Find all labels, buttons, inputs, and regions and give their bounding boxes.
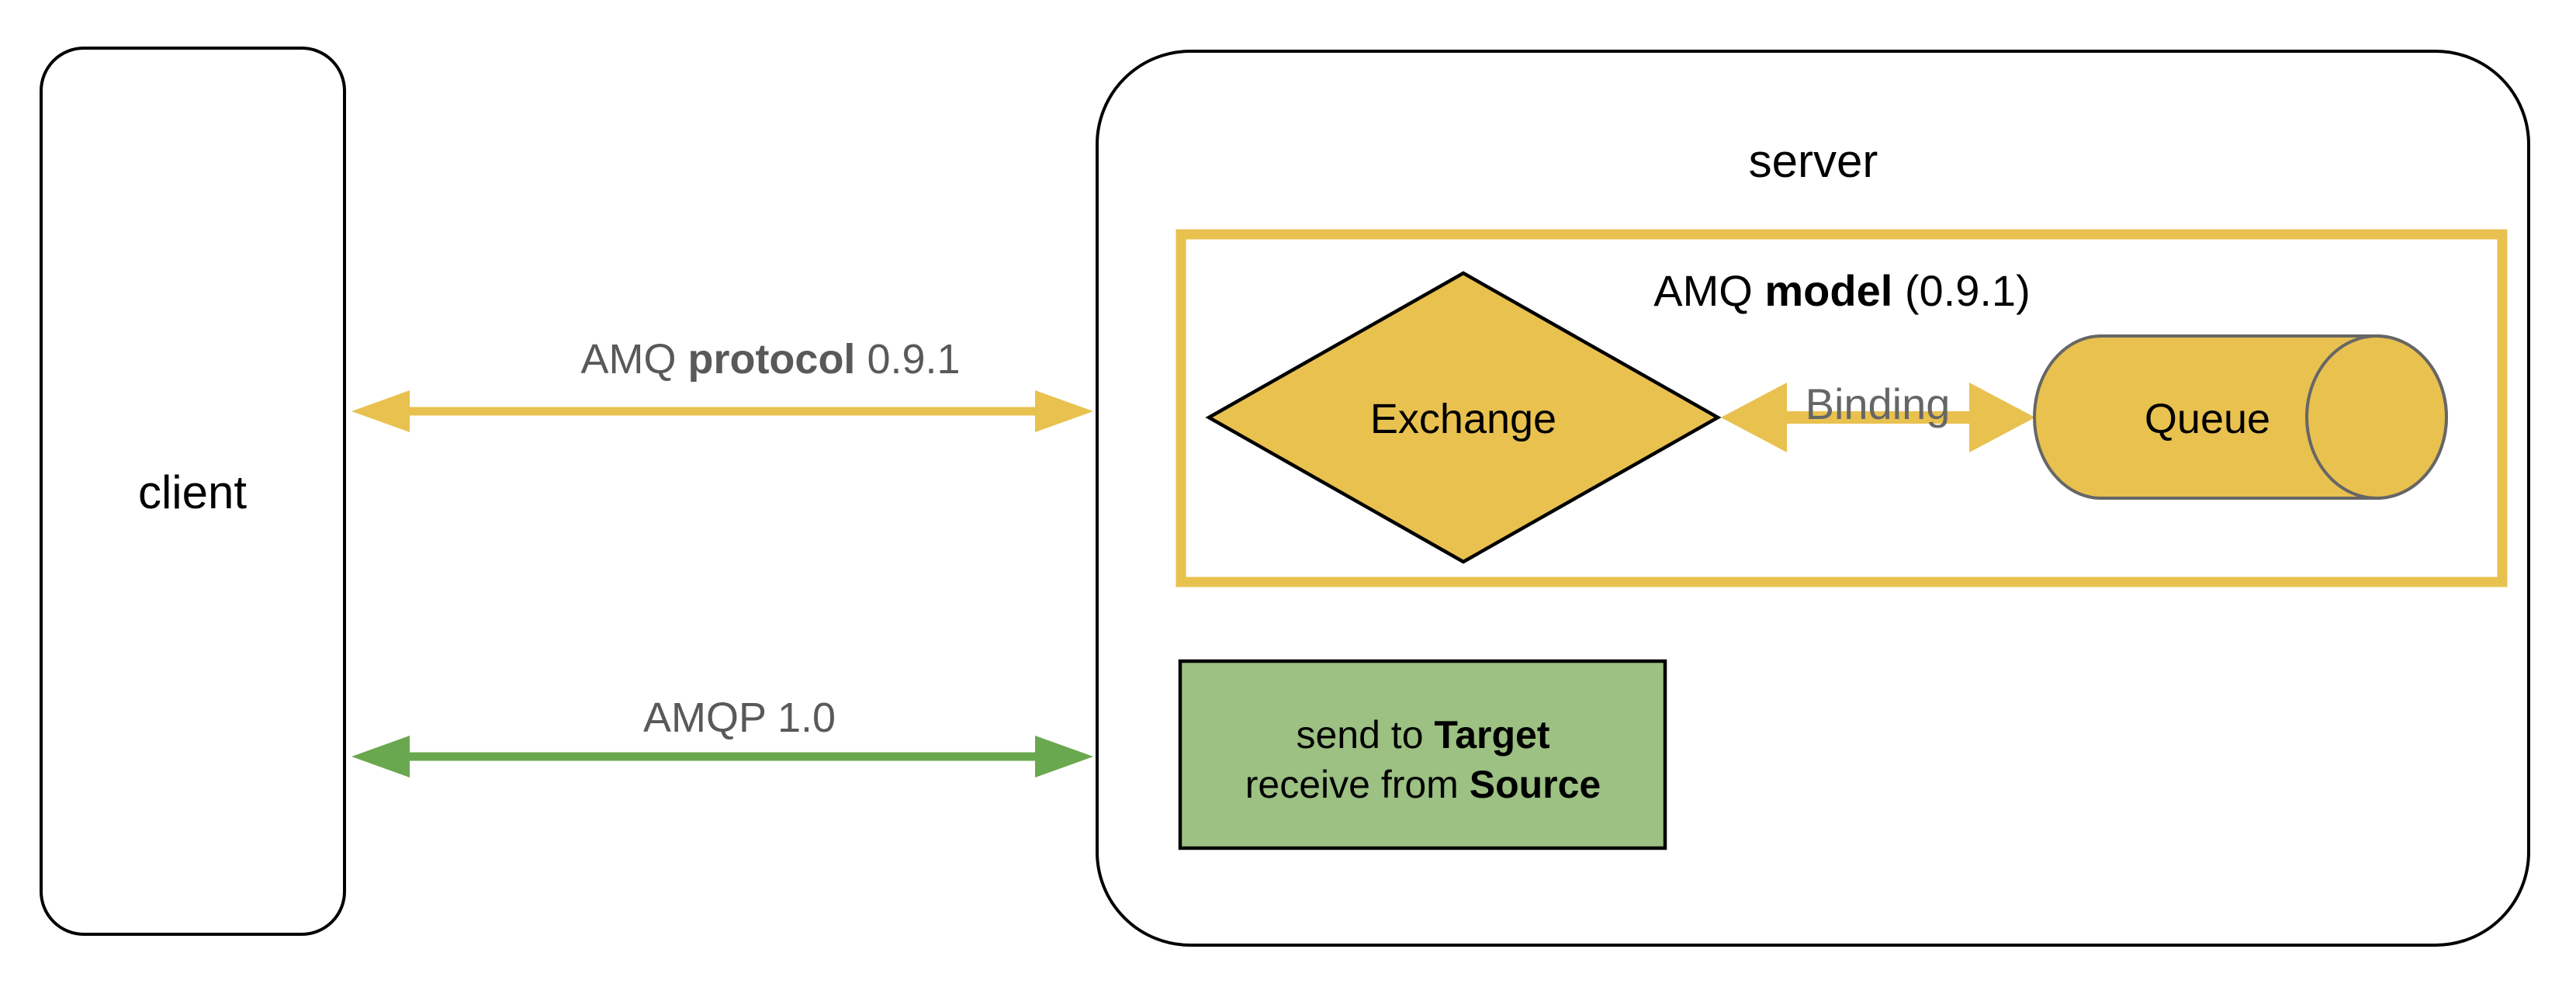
queue-label: Queue: [2145, 396, 2270, 442]
server-label: server: [1749, 135, 1878, 187]
amq-protocol-connector: AMQ protocol 0.9.1: [351, 336, 1093, 432]
amq-model-box: [1175, 229, 2508, 587]
client-node: client: [40, 47, 346, 936]
binding-arrow: [1721, 383, 2035, 452]
amq-protocol-label-prefix: AMQ: [580, 336, 687, 383]
amq-model-title-prefix: AMQ: [1653, 266, 1764, 315]
target-text: Target: [1434, 713, 1549, 757]
queue-node: Queue: [2033, 334, 2448, 500]
exchange-label: Exchange: [1370, 396, 1556, 442]
amq-protocol-label-suffix: 0.9.1: [855, 336, 960, 383]
source-text: Source: [1470, 763, 1601, 806]
amqp10-label: AMQP 1.0: [643, 694, 836, 741]
send-receive-node: send to Target receive from Source: [1178, 659, 1667, 850]
amq-model-title-suffix: (0.9.1): [1892, 266, 2030, 315]
queue-cylinder-cap: [2305, 334, 2448, 500]
send-receive-line1: send to Target: [1296, 713, 1549, 757]
send-receive-box: [1178, 659, 1667, 850]
client-label: client: [138, 466, 247, 518]
amqp10-connector: AMQP 1.0: [351, 694, 1093, 778]
amq-model-title: AMQ model (0.9.1): [1653, 266, 2030, 315]
binding-label: Binding: [1806, 379, 1951, 428]
client-box: [40, 47, 346, 936]
receive-from-text: receive from: [1245, 763, 1470, 806]
amq-protocol-label: AMQ protocol 0.9.1: [580, 336, 960, 383]
amq-model-title-bold: model: [1764, 266, 1892, 315]
exchange-diamond: [1205, 271, 1722, 564]
exchange-node: Exchange: [1205, 271, 1722, 564]
send-to-text: send to: [1296, 713, 1434, 757]
amq-protocol-label-bold: protocol: [687, 336, 855, 383]
amqp10-arrow: [351, 736, 1093, 778]
send-receive-line2: receive from Source: [1245, 763, 1601, 806]
amq-protocol-arrow: [351, 390, 1093, 432]
binding-connector: Binding: [1721, 379, 2035, 452]
amq-model-group: AMQ model (0.9.1) Exchange Binding Queue: [1175, 229, 2508, 587]
